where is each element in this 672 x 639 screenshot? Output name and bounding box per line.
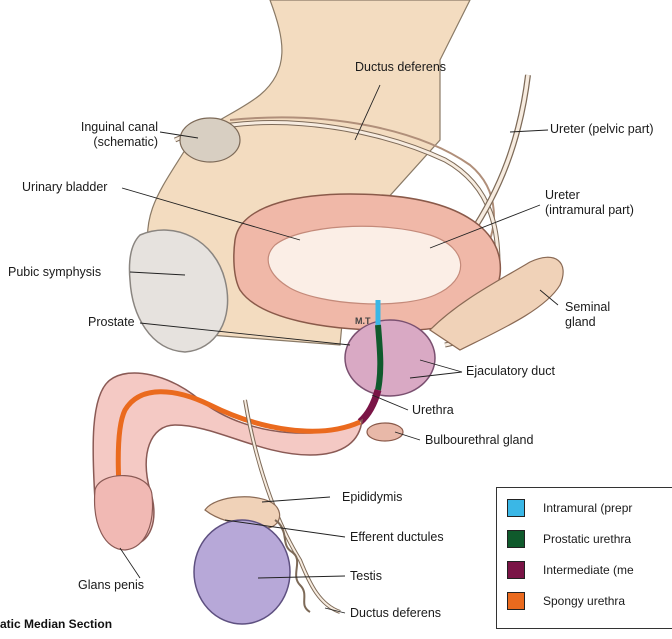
inguinal-canal [180,118,240,162]
label-ureter-intramural: Ureter (intramural part) [545,188,634,218]
label-epididymis: Epididymis [342,490,402,505]
legend-swatch [507,530,525,548]
label-glans-penis: Glans penis [78,578,144,593]
testis [194,520,290,624]
legend-item: Spongy urethra [507,590,625,612]
glans-penis [95,476,153,550]
label-ejaculatory-duct: Ejaculatory duct [466,364,555,379]
label-efferent-ductules: Efferent ductules [350,530,444,545]
prostate [345,320,435,396]
legend-label: Intermediate (me [543,563,634,577]
label-ureter-pelvic: Ureter (pelvic part) [550,122,654,137]
legend-swatch [507,499,525,517]
legend-swatch [507,561,525,579]
artist-mark: M.T [355,314,371,329]
legend-item: Prostatic urethra [507,528,631,550]
bulbourethral-gland [367,423,403,441]
label-seminal-gland: Seminal gland [565,300,610,330]
label-ductus-deferens-bottom: Ductus deferens [350,606,441,621]
label-bulbourethral-gland: Bulbourethral gland [425,433,533,448]
label-urinary-bladder: Urinary bladder [22,180,107,195]
legend-label: Prostatic urethra [543,532,631,546]
label-prostate: Prostate [88,315,135,330]
figure-caption: atic Median Section [0,617,112,631]
ureter-pelvic [470,75,528,235]
label-urethra: Urethra [412,403,454,418]
legend-swatch [507,592,525,610]
legend-label: Intramural (prepr [543,501,632,515]
label-ductus-deferens-top: Ductus deferens [355,60,446,75]
legend: Intramural (prepr Prostatic urethra Inte… [496,487,672,629]
label-testis: Testis [350,569,382,584]
legend-item: Intramural (prepr [507,497,632,519]
legend-label: Spongy urethra [543,594,625,608]
urethra-prostatic [378,325,380,390]
label-pubic-symphysis: Pubic symphysis [8,265,101,280]
label-inguinal-canal: Inguinal canal (schematic) [58,120,158,150]
urethra-intermediate [360,390,378,422]
legend-item: Intermediate (me [507,559,634,581]
